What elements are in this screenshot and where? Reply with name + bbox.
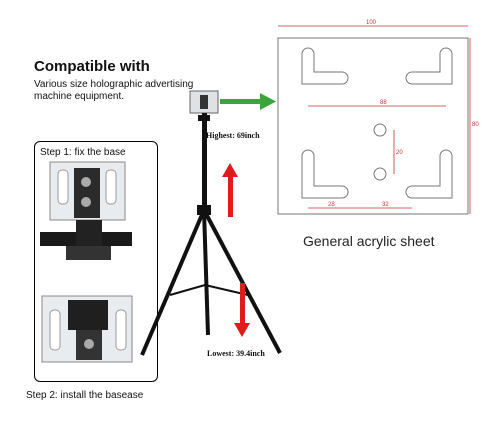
step-illustrations [40,161,133,363]
sheet-outline [277,37,469,215]
dim-hole-gap-text: 20 [396,150,403,156]
height-up-arrow [222,163,238,217]
height-down-arrow [234,283,250,337]
dim-side-text: 80 [472,122,479,128]
step-1-label: Step 1: fix the base [40,147,126,158]
acrylic-sheet-drawing: 100 80 88 20 28 32 [277,20,479,215]
dim-top-text: 100 [366,20,377,26]
dim-center-bottom-text: 32 [382,202,389,208]
hole-top [373,123,387,137]
step-2-install-photo [41,295,133,363]
slot-bottom-right [405,149,453,199]
compatible-heading: Compatible with [34,58,150,75]
slot-bottom-left [301,149,349,199]
install-steps-box [34,141,158,382]
green-arrow [220,93,276,110]
compatible-subheading: Various size holographic advertising mac… [34,79,194,103]
stand-leg-right [202,209,282,354]
stand-leg-back [202,209,210,336]
acrylic-sheet-caption: General acrylic sheet [303,233,435,249]
slot-top-left [301,47,349,85]
stand-pole [202,113,207,213]
stand-leg-left [140,209,206,356]
subheading-line-2: machine equipment. [34,91,125,102]
subheading-line-1: Various size holographic advertising [34,79,194,90]
lowest-height-label: Lowest: 39.4inch [207,349,265,358]
step-1-base-photo [40,161,132,260]
step-2-label: Step 2: install the basease [26,390,144,401]
slot-top-right [405,47,453,85]
tripod-stand [140,90,282,356]
dim-inner-text: 88 [380,100,387,106]
hole-bottom [373,167,387,181]
dim-left-bottom-text: 28 [328,202,335,208]
highest-height-label: Highest: 69inch [206,131,260,140]
